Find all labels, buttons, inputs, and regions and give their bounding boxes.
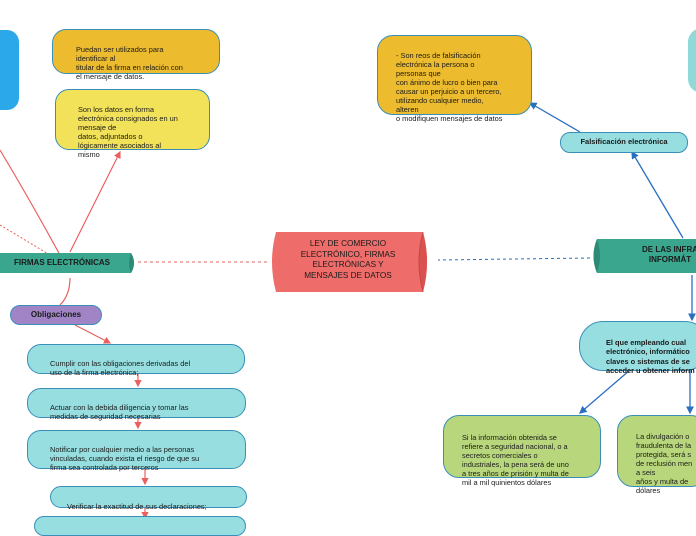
penalty-node[interactable]: La divulgación o fraudulenta de la prote… (617, 415, 696, 495)
infracciones-topic[interactable]: DE LAS INFRA INFORMÁT (590, 238, 696, 274)
connector-lines (0, 102, 696, 520)
identification-note-text: Puedan ser utilizados para identificar a… (76, 45, 183, 81)
obligation-item-text: Notificar por cualquier medio a las pers… (50, 445, 200, 472)
employee-access-node[interactable]: El que empleando cual electrónico, infor… (579, 321, 696, 375)
obligation-item-text: Cumplir con las obligaciones derivadas d… (50, 359, 191, 377)
falsificacion-text: Falsificación electrónica (580, 137, 668, 146)
obligation-item-text: Verificar la exactitud de sus declaracio… (67, 502, 207, 511)
cylinder-shape (272, 231, 427, 293)
obligaciones-text: Obligaciones (30, 310, 82, 319)
penalty-node-text: Si la información obtenida se refiere a … (462, 433, 569, 487)
firmas-bar-shape (0, 253, 134, 273)
falsification-note[interactable]: - Son reos de falsificación electrónica … (377, 35, 532, 123)
infracciones-label: DE LAS INFRA INFORMÁT (642, 245, 696, 264)
employee-access-text: El que empleando cual electrónico, infor… (606, 337, 695, 376)
obligation-item[interactable]: Verificar la exactitud de sus declaracio… (50, 486, 247, 511)
definition-note[interactable]: Son los datos en forma electrónica consi… (55, 89, 210, 159)
offscreen-node-right[interactable] (688, 28, 696, 93)
definition-note-text: Son los datos en forma electrónica consi… (78, 105, 178, 159)
obligation-item-text: Actuar con la debida diligencia y tomar … (50, 403, 189, 421)
obligation-item[interactable]: Cumplir con las obligaciones derivadas d… (27, 344, 245, 377)
obligation-item[interactable]: Notificar por cualquier medio a las pers… (27, 430, 246, 472)
obligation-item[interactable]: Actuar con la debida diligencia y tomar … (27, 388, 246, 421)
falsificacion-label[interactable]: Falsificación electrónica (560, 132, 688, 153)
obligation-item-partial[interactable] (34, 516, 246, 536)
identification-note[interactable]: Puedan ser utilizados para identificar a… (52, 29, 220, 81)
falsification-note-text: - Son reos de falsificación electrónica … (396, 51, 503, 123)
firmas-electronicas-topic[interactable]: FIRMAS ELECTRÓNICAS (0, 252, 138, 274)
offscreen-node-left[interactable] (0, 30, 19, 110)
central-topic[interactable]: LEY DE COMERCIO ELECTRÓNICO, FIRMAS ELEC… (268, 231, 434, 293)
obligaciones-label[interactable]: Obligaciones (10, 305, 102, 325)
central-topic-label: LEY DE COMERCIO ELECTRÓNICO, FIRMAS ELEC… (300, 239, 396, 280)
infracciones-bar-shape (593, 239, 696, 273)
penalty-node-text: La divulgación o fraudulenta de la prote… (636, 432, 693, 495)
penalty-node[interactable]: Si la información obtenida se refiere a … (443, 415, 601, 487)
firmas-electronicas-label: FIRMAS ELECTRÓNICAS (14, 258, 110, 267)
